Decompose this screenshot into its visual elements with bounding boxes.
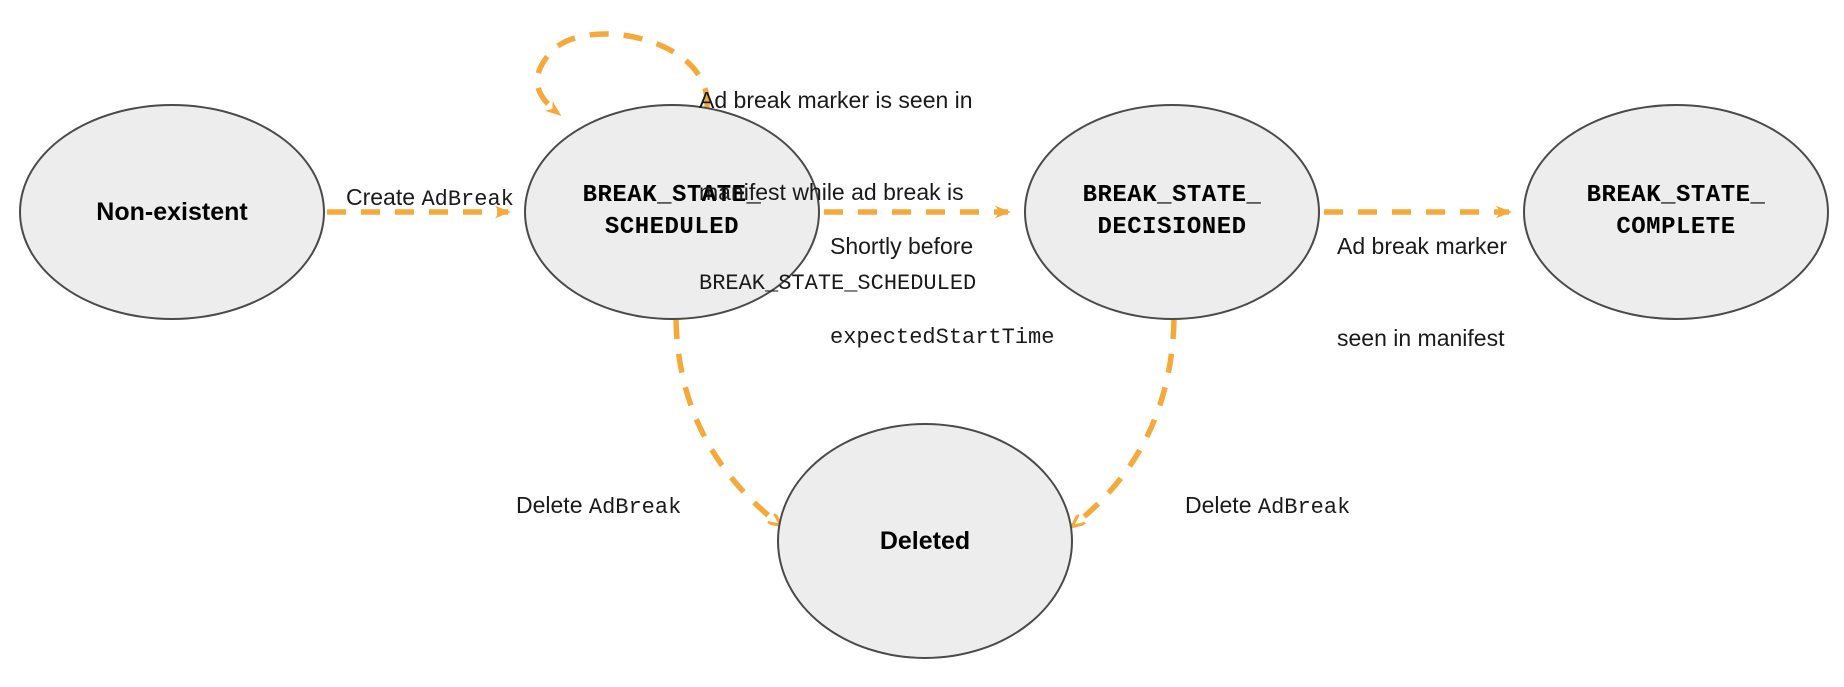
edge-label-delete-left-code: AdBreak xyxy=(588,495,682,520)
node-break-state-decisioned[interactable]: BREAK_STATE_ DECISIONED xyxy=(1024,104,1320,320)
edge-label-create-adbreak-code: AdBreak xyxy=(421,187,514,212)
edge-label-self-loop-scheduled: Ad break marker is seen in manifest whil… xyxy=(699,24,976,359)
edge-self-loop-scheduled xyxy=(534,31,710,117)
node-deleted[interactable]: Deleted xyxy=(777,423,1073,659)
edge-label-delete-right-code: AdBreak xyxy=(1257,495,1351,520)
marker-line-2: seen in manifest xyxy=(1337,324,1505,351)
node-label-non-existent: Non-existent xyxy=(96,198,248,226)
edge-label-create-adbreak: Create AdBreak xyxy=(346,182,514,214)
edge-delete-from-decisioned xyxy=(1074,319,1177,525)
node-label-break-state-scheduled: BREAK_STATE_ SCHEDULED xyxy=(582,182,762,241)
node-break-state-scheduled[interactable]: BREAK_STATE_ SCHEDULED xyxy=(524,104,820,320)
edge-label-delete-right-text: Delete xyxy=(1185,492,1258,518)
node-label-deleted: Deleted xyxy=(879,527,971,555)
edge-label-delete-adbreak-left: Delete AdBreak xyxy=(516,490,681,522)
self-loop-line-1: Ad break marker is seen in xyxy=(699,87,973,114)
shortly-line-1: Shortly before xyxy=(830,233,974,260)
marker-line-1: Ad break marker xyxy=(1337,233,1508,260)
edge-label-shortly-before: Shortly before expectedStartTime xyxy=(830,170,1054,413)
edge-label-create-adbreak-text: Create xyxy=(346,184,422,210)
edge-label-marker-seen-in-manifest: Ad break marker seen in manifest xyxy=(1337,170,1507,415)
self-loop-line-2: manifest while ad break is xyxy=(699,178,964,205)
edge-label-delete-left-text: Delete xyxy=(516,492,589,518)
node-label-break-state-decisioned: BREAK_STATE_ DECISIONED xyxy=(1082,182,1262,241)
node-label-break-state-complete: BREAK_STATE_ COMPLETE xyxy=(1586,182,1766,241)
edge-delete-from-scheduled xyxy=(673,319,779,524)
self-loop-line-3: BREAK_STATE_SCHEDULED xyxy=(699,270,977,296)
node-non-existent[interactable]: Non-existent xyxy=(19,104,325,320)
node-break-state-complete[interactable]: BREAK_STATE_ COMPLETE xyxy=(1523,104,1829,320)
shortly-line-2: expectedStartTime xyxy=(830,324,1055,350)
edge-label-delete-adbreak-right: Delete AdBreak xyxy=(1185,490,1350,522)
